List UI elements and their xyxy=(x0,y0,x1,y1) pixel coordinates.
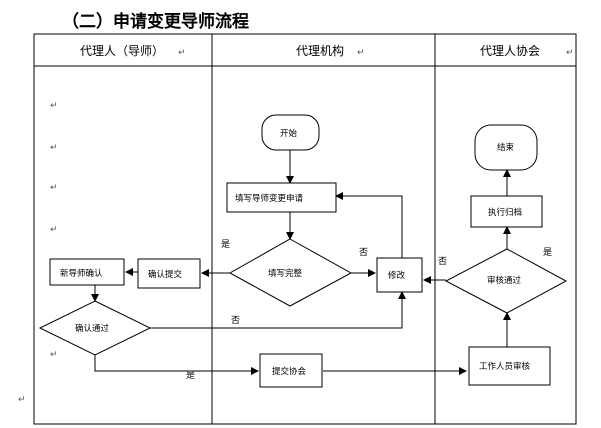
node-fill-form: 填写导师变更申请 xyxy=(226,182,337,213)
node-start: 开始 xyxy=(261,114,320,151)
paragraph-mark: ↵ xyxy=(50,143,58,153)
paragraph-mark: ↵ xyxy=(566,48,574,58)
lane-header-agency: 代理机构 xyxy=(296,43,344,58)
edge-label-yes-complete: 是 xyxy=(221,239,230,250)
node-review-passed-label: 审核通过 xyxy=(487,275,522,286)
swimlane-table xyxy=(33,33,577,425)
node-complete-check: 填写完整 xyxy=(228,238,353,307)
lane-header-association: 代理人协会 xyxy=(480,43,540,58)
node-execute-archive: 执行归档 xyxy=(470,195,543,228)
node-confirm-submit-label: 确认提交 xyxy=(148,269,183,280)
node-fill-form-label: 填写导师变更申请 xyxy=(235,193,304,204)
node-end: 结束 xyxy=(474,124,538,171)
node-submit-association: 提交协会 xyxy=(259,353,323,388)
node-new-mentor-confirm: 新导师确认 xyxy=(49,258,125,286)
page-title: （二）申请变更导师流程 xyxy=(62,11,249,32)
paragraph-mark: ↵ xyxy=(178,48,186,58)
node-execute-archive-label: 执行归档 xyxy=(488,207,522,218)
edge-label-no-complete: 否 xyxy=(359,247,368,258)
edge-label-yes-review: 是 xyxy=(543,247,552,258)
paragraph-mark: ↵ xyxy=(18,395,26,405)
edge-passed-to-submit xyxy=(94,355,259,375)
node-new-mentor-confirm-label: 新导师确认 xyxy=(60,268,103,279)
node-staff-review: 工作人员审核 xyxy=(468,346,551,386)
edge-modify-to-form xyxy=(335,192,403,258)
lane-header-agent: 代理人（导师） xyxy=(80,44,164,58)
edge-label-no-review: 否 xyxy=(438,256,447,267)
node-review-passed: 审核通过 xyxy=(444,248,568,314)
node-end-label: 结束 xyxy=(497,142,515,153)
node-modify-label: 修改 xyxy=(388,270,406,281)
node-staff-review-label: 工作人员审核 xyxy=(479,361,531,372)
edge-label-yes-confirm: 是 xyxy=(186,370,195,381)
node-confirm-passed: 确认通过 xyxy=(38,300,152,356)
node-modify: 修改 xyxy=(376,257,423,293)
node-confirm-submit: 确认提交 xyxy=(137,258,201,289)
node-submit-association-label: 提交协会 xyxy=(272,366,307,377)
paragraph-mark: ↵ xyxy=(50,183,58,193)
edge-label-no-confirm: 否 xyxy=(231,315,240,326)
node-confirm-passed-label: 确认通过 xyxy=(75,323,110,334)
edge-passed-to-modify xyxy=(150,291,406,329)
paragraph-mark: ↵ xyxy=(357,48,365,58)
node-start-label: 开始 xyxy=(280,128,298,139)
paragraph-mark: ↵ xyxy=(50,225,58,235)
paragraph-mark: ↵ xyxy=(50,350,58,360)
paragraph-mark: ↵ xyxy=(50,101,58,111)
node-complete-check-label: 填写完整 xyxy=(268,268,303,279)
